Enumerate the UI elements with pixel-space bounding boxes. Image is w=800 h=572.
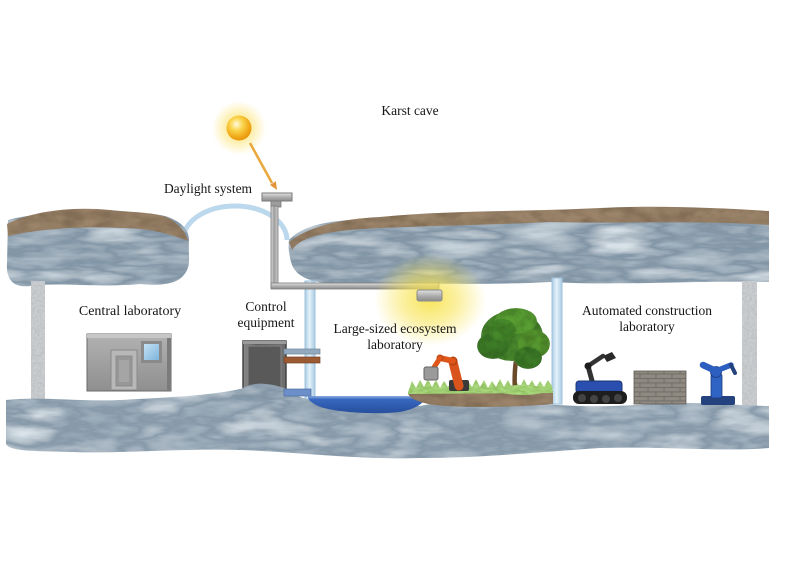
central-laboratory-label: Central laboratory xyxy=(78,304,182,319)
sun-icon xyxy=(212,101,266,155)
construction-laboratory-line2: laboratory xyxy=(619,319,675,334)
skylight-dome xyxy=(180,203,290,241)
construction-laboratory-line1: Automated construction xyxy=(581,303,713,318)
blue-robot-arm xyxy=(699,361,737,405)
ecosystem-wall-right xyxy=(551,277,563,405)
control-equipment-label: Control equipment xyxy=(238,299,295,331)
daylight-collector xyxy=(261,192,293,208)
karst-cave-title: Karst cave xyxy=(381,103,439,118)
light-pipe-vertical xyxy=(270,205,279,288)
support-pillar-right xyxy=(742,281,757,406)
orange-robot-arm xyxy=(423,354,469,391)
daylight-system-label: Daylight system xyxy=(163,181,253,196)
grow-light-fixture xyxy=(416,289,443,302)
control-equipment-line2: equipment xyxy=(237,315,295,330)
ecosystem-soil xyxy=(408,391,553,407)
sunlight-arrow xyxy=(248,142,277,190)
tracked-robot xyxy=(573,352,627,404)
lab-window xyxy=(141,341,162,363)
floor-rock xyxy=(6,385,769,459)
tree xyxy=(477,308,550,396)
topsoil-right xyxy=(289,206,769,250)
lab-door xyxy=(110,349,138,391)
construction-laboratory-label: Automated construction laboratory xyxy=(582,303,712,335)
water-pool xyxy=(308,396,426,414)
ecosystem-laboratory-label: Large-sized ecosystem laboratory xyxy=(333,321,456,353)
control-equipment-line1: Control xyxy=(245,299,287,314)
ecosystem-wall-left xyxy=(304,280,316,401)
brick-wall xyxy=(633,370,687,405)
ecosystem-laboratory-line2: laboratory xyxy=(367,337,423,352)
tree-canopy xyxy=(477,308,550,369)
ecosystem-laboratory-line1: Large-sized ecosystem xyxy=(333,321,457,336)
topsoil-left xyxy=(7,208,188,241)
central-lab-building xyxy=(86,333,172,392)
support-pillar-left xyxy=(31,281,45,403)
ceiling-rock-left xyxy=(6,213,190,287)
utility-pipes xyxy=(283,348,321,397)
